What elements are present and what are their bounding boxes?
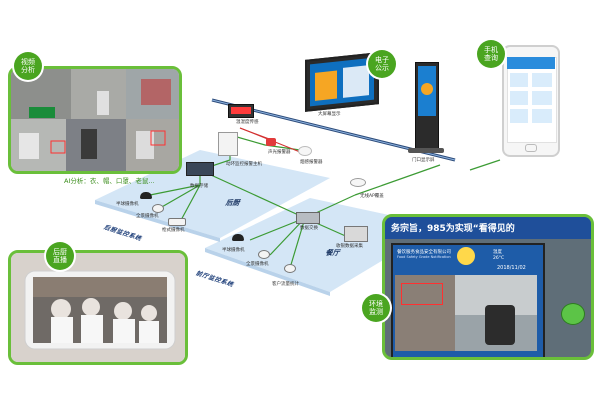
customer-flow-label: 客户流量统计 [272, 282, 299, 287]
env-monitor-panel: 务宗旨，985为实现“看得见的 餐饮服务食品安全有限公司 Food Safety… [382, 214, 594, 360]
data-storage-box [186, 162, 214, 176]
gate-display-kiosk [415, 62, 439, 150]
phone-device [502, 45, 560, 157]
e-board-bubble: 电子公示 [368, 50, 396, 78]
kitchen-live-panel [8, 250, 188, 365]
dynamic-host-label: 动环监控报警主机 [226, 162, 262, 167]
env-banner-text: 务宗旨，985为实现“看得见的 [391, 221, 515, 234]
dome-camera-2-icon [232, 234, 244, 241]
network-switch-box [296, 212, 320, 224]
env-screen: 餐饮服务食品安全有限公司 Food Safety Grade Notificat… [391, 243, 545, 359]
env-date: 2018/11/02 [497, 265, 526, 271]
cashier-terminal [344, 226, 368, 242]
ai-analysis-caption: AI分析：衣、帽、口罩、老鼠... [64, 178, 155, 185]
bullet-camera-label: 枪式摄像机 [162, 228, 185, 233]
env-temp-label: 温度 [493, 249, 502, 255]
sound-light-alarm-label: 声光报警器 [268, 150, 291, 155]
video-analysis-bubble: 视频分析 [14, 52, 42, 80]
env-banner: 务宗旨，985为实现“看得见的 [385, 217, 591, 239]
phone-query-bubble: 手机查询 [477, 40, 505, 68]
big-screen-label: 大屏幕显示 [318, 112, 341, 117]
temp-humidity-label: 温湿度传感 [236, 120, 259, 125]
dynamic-host-box [218, 132, 238, 156]
env-company-en: Food Safety Grade Notification [397, 255, 451, 259]
temp-humidity-sensor [228, 104, 254, 118]
mascot-icon [561, 303, 585, 325]
env-temp-value: 26°C [493, 256, 504, 261]
panoramic-camera-icon [152, 204, 164, 213]
gate-display-label: 门口显示屏 [412, 158, 435, 163]
dome-camera-icon [140, 192, 152, 199]
sound-light-alarm [266, 138, 276, 146]
env-monitor-bubble: 环境监测 [362, 294, 390, 322]
smile-face-icon [457, 247, 475, 265]
panoramic-camera-2-icon [258, 250, 270, 259]
network-switch-label: 数据交换 [300, 226, 318, 231]
bullet-camera-icon [168, 218, 186, 226]
kitchen-live-image [11, 253, 187, 364]
smoke-alarm [298, 146, 312, 156]
dome-camera-2-label: 半球摄像机 [222, 248, 245, 253]
data-storage-label: 数据存储 [190, 184, 208, 189]
panoramic-camera-label: 全景摄像机 [136, 214, 159, 219]
wireless-ap-label: 无线AP覆盖 [360, 194, 384, 199]
customer-flow-camera-icon [284, 264, 296, 273]
wireless-ap-icon [350, 178, 366, 187]
smoke-alarm-label: 烟感报警器 [300, 160, 323, 165]
panoramic-camera-2-label: 全景摄像机 [246, 262, 269, 267]
kitchen-surveillance-image [11, 69, 181, 173]
kitchen-live-bubble: 后厨直播 [46, 242, 74, 270]
env-room-view [395, 275, 537, 351]
video-analysis-panel [8, 66, 182, 174]
dome-camera-label: 半球摄像机 [116, 202, 139, 207]
